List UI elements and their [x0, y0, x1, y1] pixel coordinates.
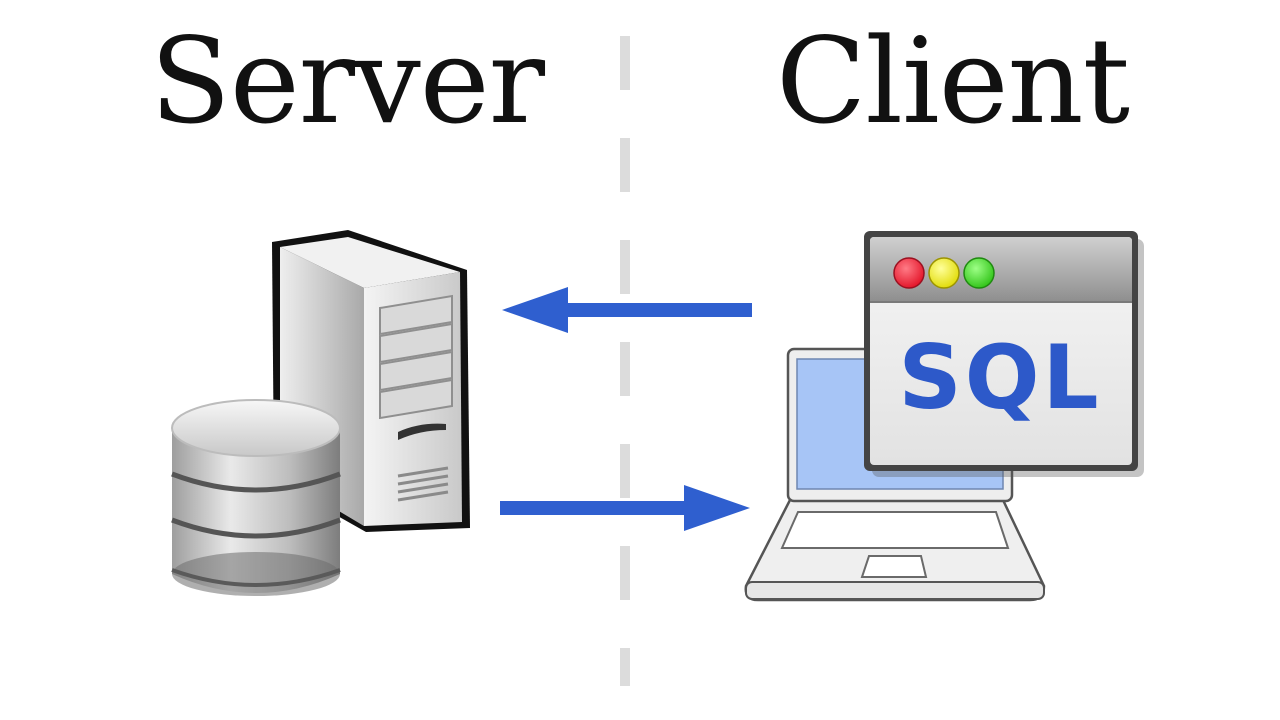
- arrow-right-icon: [500, 485, 750, 531]
- arrow-left-icon: [502, 287, 752, 333]
- server-tower-icon: [272, 230, 470, 532]
- window-close-dot: [893, 257, 925, 289]
- server-title: Server: [150, 12, 545, 150]
- window-minimize-dot: [928, 257, 960, 289]
- database-icon: [171, 399, 341, 596]
- client-title: Client: [776, 12, 1130, 150]
- window-maximize-dot: [963, 257, 995, 289]
- dashed-divider: [620, 36, 630, 686]
- sql-window-icon: SQL: [864, 231, 1144, 477]
- sql-label: SQL: [898, 326, 1101, 429]
